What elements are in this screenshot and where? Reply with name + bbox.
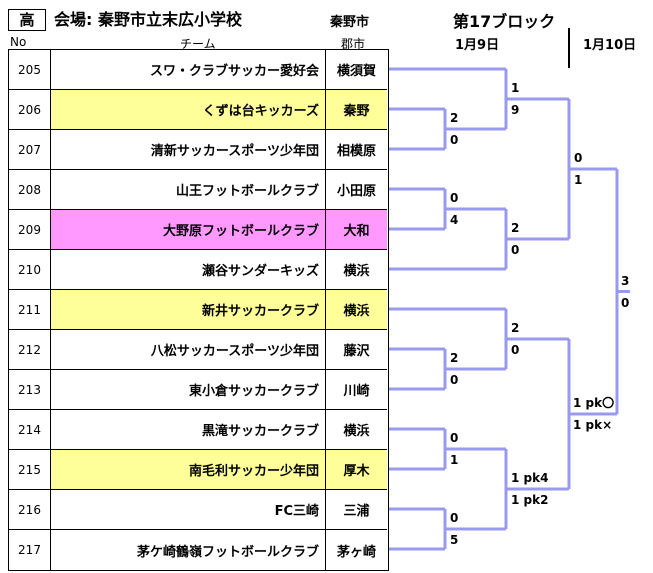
team-name: 茅ケ崎鶴嶺フットボールクラブ <box>51 530 326 570</box>
score-label: 2 <box>511 221 520 235</box>
team-name: 東小倉サッカークラブ <box>51 370 326 409</box>
score-label: 1 pk〇 <box>573 396 615 410</box>
team-name: 大野原フットボールクラブ <box>51 210 326 249</box>
score-label: 0 <box>450 373 459 387</box>
score-label: 0 <box>574 151 583 165</box>
team-number: 211 <box>9 290 51 329</box>
score-label: 1 pk× <box>573 418 613 432</box>
team-city: 厚木 <box>326 450 387 489</box>
column-header-team: チーム <box>180 37 216 51</box>
team-name: 黒滝サッカークラブ <box>51 410 326 449</box>
team-city: 横須賀 <box>336 64 376 79</box>
venue-city: 秦野市 <box>330 15 370 30</box>
team-number: 212 <box>9 330 51 369</box>
score-label: 0 <box>450 191 459 205</box>
team-number: 216 <box>9 490 51 529</box>
score-label: 1 <box>450 453 459 467</box>
team-name: 南毛利サッカー少年団 <box>51 450 326 489</box>
column-header-city: 郡市 <box>341 37 366 51</box>
score-label: 2 <box>450 351 459 365</box>
team-city: 秦野 <box>326 90 387 129</box>
score-label: 0 <box>450 133 459 147</box>
score-label: 3 <box>621 273 630 288</box>
team-city: 大和 <box>326 210 387 249</box>
team-city: 横浜 <box>343 264 370 279</box>
score-label: 1 pk4 <box>511 471 549 485</box>
team-city: 川崎 <box>343 384 370 399</box>
team-city: 小田原 <box>336 184 376 199</box>
team-name: 八松サッカースポーツ少年団 <box>51 330 326 369</box>
team-number: 213 <box>9 370 51 409</box>
team-number: 205 <box>9 50 51 89</box>
team-number: 206 <box>9 90 51 129</box>
score-label: 0 <box>621 295 630 310</box>
date-divider <box>568 28 570 68</box>
team-city: 相模原 <box>336 144 376 159</box>
score-label: 0 <box>511 343 520 357</box>
team-number: 215 <box>9 450 51 489</box>
team-city: 藤沢 <box>343 344 370 359</box>
team-name: 新井サッカークラブ <box>51 290 326 329</box>
score-label: 1 pk2 <box>511 493 549 507</box>
score-label: 4 <box>450 213 459 227</box>
team-name: 清新サッカースポーツ少年団 <box>51 130 326 169</box>
score-label: 2 <box>450 111 459 125</box>
team-name: 山王フットボールクラブ <box>51 170 326 209</box>
team-number: 207 <box>9 130 51 169</box>
category-badge: 高 <box>8 9 46 31</box>
team-city: 横浜 <box>326 290 387 329</box>
block-title: 第17ブロック <box>453 12 556 31</box>
score-label: 1 <box>574 173 583 187</box>
score-label: 9 <box>511 103 520 117</box>
team-city: 茅ヶ崎 <box>336 544 376 560</box>
date-round2: 1月10日 <box>583 38 637 53</box>
team-name: 瀬谷サンダーキッズ <box>51 250 326 289</box>
team-number: 214 <box>9 410 51 449</box>
team-city: 三浦 <box>343 504 370 519</box>
team-number: 209 <box>9 210 51 249</box>
team-number: 210 <box>9 250 51 289</box>
team-city: 横浜 <box>343 424 370 439</box>
venue-title: 会場: 秦野市立末広小学校 <box>54 10 242 29</box>
score-label: 2 <box>511 321 520 335</box>
team-name: FC三崎 <box>51 490 326 529</box>
team-name: くずは台キッカーズ <box>51 90 326 129</box>
team-number: 208 <box>9 170 51 209</box>
score-label: 1 <box>511 81 520 95</box>
team-name: スワ・クラブサッカー愛好会 <box>51 50 326 89</box>
score-label: 0 <box>450 511 459 525</box>
team-number: 217 <box>9 530 51 570</box>
column-header-no: No <box>10 35 27 49</box>
score-label: 5 <box>450 533 459 547</box>
score-label: 0 <box>511 243 520 257</box>
date-round1: 1月9日 <box>455 38 500 53</box>
score-label: 0 <box>450 431 459 445</box>
